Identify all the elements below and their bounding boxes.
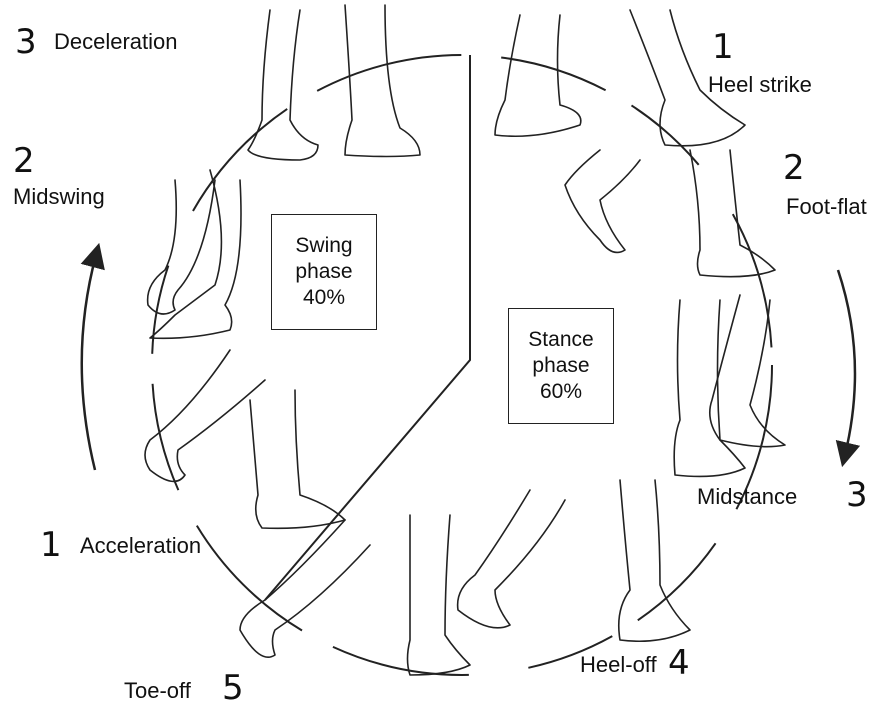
leg-foot-flat-swing bbox=[565, 150, 640, 252]
deceleration-label: Deceleration bbox=[54, 31, 178, 53]
stance-direction-arrow bbox=[838, 270, 855, 455]
stance-phase-box: Stance phase 60% bbox=[508, 308, 614, 424]
swing-phase-line-2: phase bbox=[295, 259, 352, 285]
stance-phase-line-2: phase bbox=[532, 353, 589, 379]
heel-off-label: Heel-off bbox=[580, 654, 657, 676]
leg-midswing bbox=[148, 180, 215, 314]
toe-off-label: Toe-off bbox=[124, 680, 191, 702]
leg-foot-flat-stance bbox=[690, 150, 775, 277]
toe-off-number: 5 bbox=[222, 671, 244, 705]
stance-phase-line-1: Stance bbox=[528, 327, 593, 353]
midswing-number: 2 bbox=[13, 144, 35, 178]
leg-deceleration-front bbox=[248, 10, 318, 160]
leg-heel-strike-rear bbox=[495, 15, 581, 136]
leg-heel-off-back bbox=[458, 490, 565, 628]
midstance-label: Midstance bbox=[697, 486, 797, 508]
leg-deceleration-back bbox=[345, 5, 420, 157]
leg-midstance-front bbox=[674, 300, 745, 476]
heel-strike-number: 1 bbox=[712, 30, 734, 64]
midstance-number: 3 bbox=[846, 478, 868, 512]
leg-acceleration-front bbox=[250, 390, 345, 528]
midswing-label: Midswing bbox=[13, 186, 105, 208]
gait-cycle-circle bbox=[152, 55, 772, 675]
leg-toe-off-front bbox=[408, 515, 471, 675]
deceleration-number: 3 bbox=[15, 25, 37, 59]
stance-phase-percent: 60% bbox=[540, 379, 582, 405]
acceleration-label: Acceleration bbox=[80, 535, 201, 557]
swing-phase-percent: 40% bbox=[303, 285, 345, 311]
swing-phase-line-1: Swing bbox=[295, 233, 352, 259]
swing-phase-box: Swing phase 40% bbox=[271, 214, 377, 330]
swing-direction-arrow bbox=[82, 255, 96, 470]
foot-flat-number: 2 bbox=[783, 151, 805, 185]
leg-acceleration-back bbox=[145, 350, 265, 481]
leg-heel-off-front bbox=[619, 480, 690, 641]
leg-midstance-back bbox=[710, 295, 785, 447]
foot-flat-label: Foot-flat bbox=[786, 196, 867, 218]
leg-midswing-rear bbox=[150, 170, 241, 338]
heel-strike-label: Heel strike bbox=[708, 74, 812, 96]
leg-toe-off-back bbox=[240, 520, 370, 657]
acceleration-number: 1 bbox=[40, 528, 62, 562]
heel-off-number: 4 bbox=[668, 646, 690, 680]
